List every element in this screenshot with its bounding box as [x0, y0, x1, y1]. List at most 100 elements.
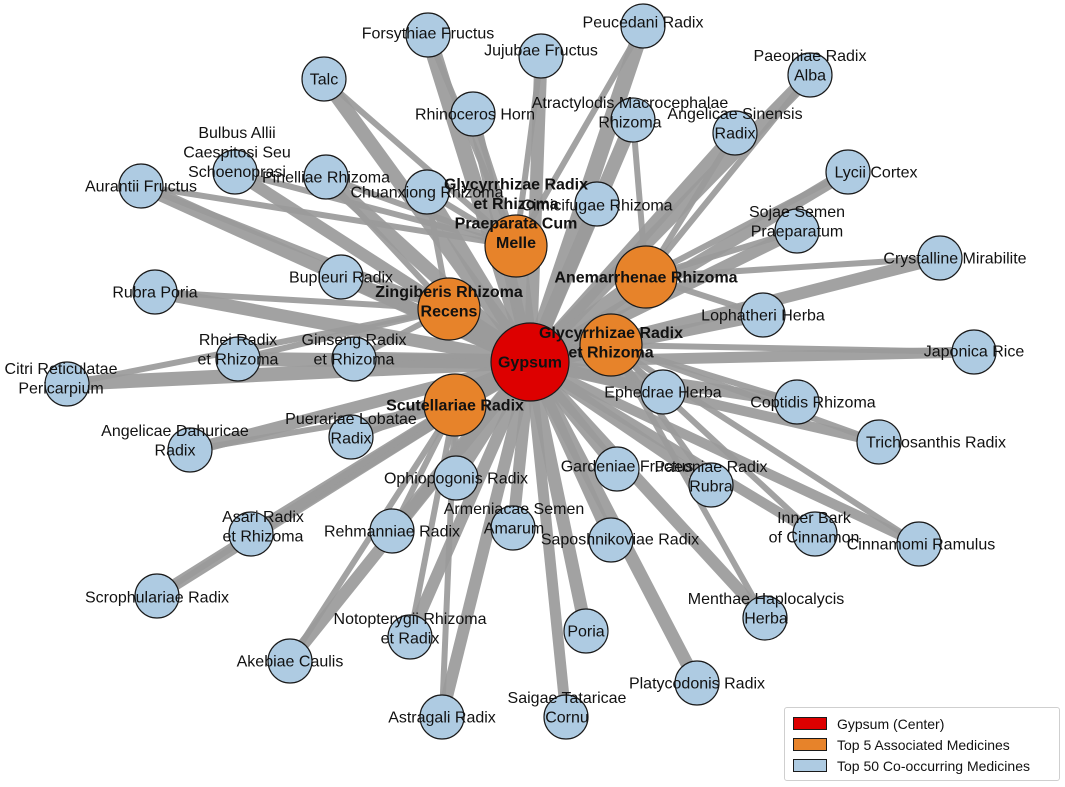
- node-crystalline[interactable]: [917, 235, 963, 281]
- node-glycyrrhizae[interactable]: [579, 313, 643, 377]
- node-cimicifugae[interactable]: [574, 181, 620, 227]
- label-zingiberis-line: Zingiberis Rhizoma: [375, 284, 523, 301]
- node-aurantii[interactable]: [118, 163, 164, 209]
- node-poria[interactable]: [563, 608, 609, 654]
- label-ephedrae: Ephedrae Herba: [604, 385, 722, 402]
- node-paeoniae-rubra[interactable]: [688, 462, 734, 508]
- node-bulbus-allii[interactable]: [212, 149, 258, 195]
- node-jujubae[interactable]: [518, 33, 564, 79]
- node-menthae[interactable]: [742, 595, 788, 641]
- node-rhinoceros[interactable]: [450, 91, 496, 137]
- edge-zingiberis-citri: [66, 306, 450, 387]
- node-talc[interactable]: [301, 56, 347, 102]
- legend: Gypsum (Center) Top 5 Associated Medicin…: [784, 707, 1060, 781]
- node-asari[interactable]: [228, 511, 274, 557]
- node-coptidis[interactable]: [774, 379, 820, 425]
- node-citri[interactable]: [44, 361, 90, 407]
- node-zingiberis[interactable]: [417, 277, 481, 341]
- node-cinnamomi[interactable]: [896, 521, 942, 567]
- node-sojae[interactable]: [774, 208, 820, 254]
- legend-label-center: Gypsum (Center): [837, 715, 945, 732]
- node-gardeniae[interactable]: [594, 446, 640, 492]
- label-scrophulariae: Scrophulariae Radix: [85, 590, 229, 607]
- node-chuanxiong[interactable]: [404, 169, 450, 215]
- label-ginseng-line: et Rhizoma: [314, 351, 395, 368]
- node-astragali[interactable]: [419, 694, 465, 740]
- node-ophiopogonis[interactable]: [433, 455, 479, 501]
- node-lophatheri[interactable]: [740, 292, 786, 338]
- legend-swatch-top5: [793, 738, 827, 751]
- node-scrophulariae[interactable]: [134, 573, 180, 619]
- label-bupleuri: Bupleuri Radix: [289, 270, 393, 287]
- edge-glycyrrhizae-praeparata-bulbus-allii: [234, 169, 517, 249]
- label-saposhnikoviae-line: Saposhnikoviae Radix: [541, 532, 699, 549]
- edge-gypsum-notopterygii: [404, 359, 536, 640]
- label-astragali: Astragali Radix: [388, 710, 496, 727]
- edge-glycyrrhizae-trichosanthis: [609, 342, 881, 445]
- label-akebiae-line: Akebiae Caulis: [237, 654, 344, 671]
- label-puerariae-line: Radix: [331, 430, 372, 447]
- edge-gypsum-saigae: [524, 361, 572, 718]
- label-rhei-line: Rhei Radix: [199, 332, 277, 349]
- label-menthae-line: Menthae Haplocalycis: [688, 591, 845, 608]
- label-glycyrrhizae-praeparata-line: Glycyrrhizae Radix: [444, 176, 588, 193]
- node-paeoniae-alba[interactable]: [787, 52, 833, 98]
- label-paeoniae-alba-line: Alba: [794, 67, 826, 84]
- label-jujubae: Jujubae Fructus: [484, 43, 598, 60]
- label-scutellariae-line: Scutellariae Radix: [386, 398, 524, 415]
- label-bupleuri-line: Bupleuri Radix: [289, 270, 393, 287]
- edge-glycyrrhizae-praeparata-forsythiae: [425, 33, 519, 248]
- node-inner-bark[interactable]: [792, 511, 838, 557]
- node-rehmanniae[interactable]: [369, 508, 415, 554]
- node-ephedrae[interactable]: [640, 369, 686, 415]
- label-ophiopogonis: Ophiopogonis Radix: [384, 471, 528, 488]
- label-sojae-line: Praeparatum: [751, 223, 844, 240]
- node-akebiae[interactable]: [267, 638, 313, 684]
- node-saposhnikoviae[interactable]: [588, 517, 634, 563]
- node-atractylodis[interactable]: [610, 97, 656, 143]
- node-armeniacae[interactable]: [490, 505, 536, 551]
- node-peucedani[interactable]: [620, 3, 666, 49]
- label-glycyrrhizae-praeparata-line: et Rhizoma: [473, 196, 558, 213]
- edge-gypsum-angelicae-dahuricae: [188, 356, 532, 456]
- label-gardeniae-line: Gardeniae Fructus: [561, 459, 694, 476]
- label-inner-bark-line: of Cinnamon: [769, 529, 860, 546]
- node-notopterygii[interactable]: [387, 614, 433, 660]
- node-ginseng[interactable]: [331, 336, 377, 382]
- node-platycodonis[interactable]: [674, 660, 720, 706]
- node-angelicae-sinensis[interactable]: [712, 110, 758, 156]
- node-scutellariae[interactable]: [423, 373, 487, 437]
- node-glycyrrhizae-praeparata[interactable]: [484, 214, 548, 278]
- node-lycii[interactable]: [825, 149, 871, 195]
- label-ophiopogonis-line: Ophiopogonis Radix: [384, 471, 528, 488]
- node-japonica[interactable]: [951, 329, 997, 375]
- node-bupleuri[interactable]: [318, 254, 364, 300]
- node-gypsum-center[interactable]: [490, 322, 570, 402]
- label-talc: Talc: [310, 72, 338, 89]
- node-layer: [44, 3, 997, 740]
- label-paeoniae-alba-line: Paeoniae Radix: [754, 48, 867, 65]
- node-angelicae-dahuricae[interactable]: [167, 427, 213, 473]
- label-puerariae-line: Puerariae Lobatae: [285, 411, 417, 428]
- node-trichosanthis[interactable]: [856, 419, 902, 465]
- node-forsythiae[interactable]: [405, 12, 451, 58]
- node-saigae[interactable]: [543, 694, 589, 740]
- node-rubra-poria[interactable]: [132, 269, 178, 315]
- node-puerariae[interactable]: [328, 414, 374, 460]
- node-rhei[interactable]: [215, 336, 261, 382]
- label-japonica-line: Japonica Rice: [924, 344, 1025, 361]
- label-chuanxiong: Chuanxiong Rhizoma: [351, 185, 504, 202]
- node-pinelliae[interactable]: [303, 154, 349, 200]
- label-asari-line: Asari Radix: [222, 509, 304, 526]
- node-anemarrhenae[interactable]: [614, 245, 678, 309]
- label-angelicae-sinensis-line: Angelicae Sinensis: [667, 106, 802, 123]
